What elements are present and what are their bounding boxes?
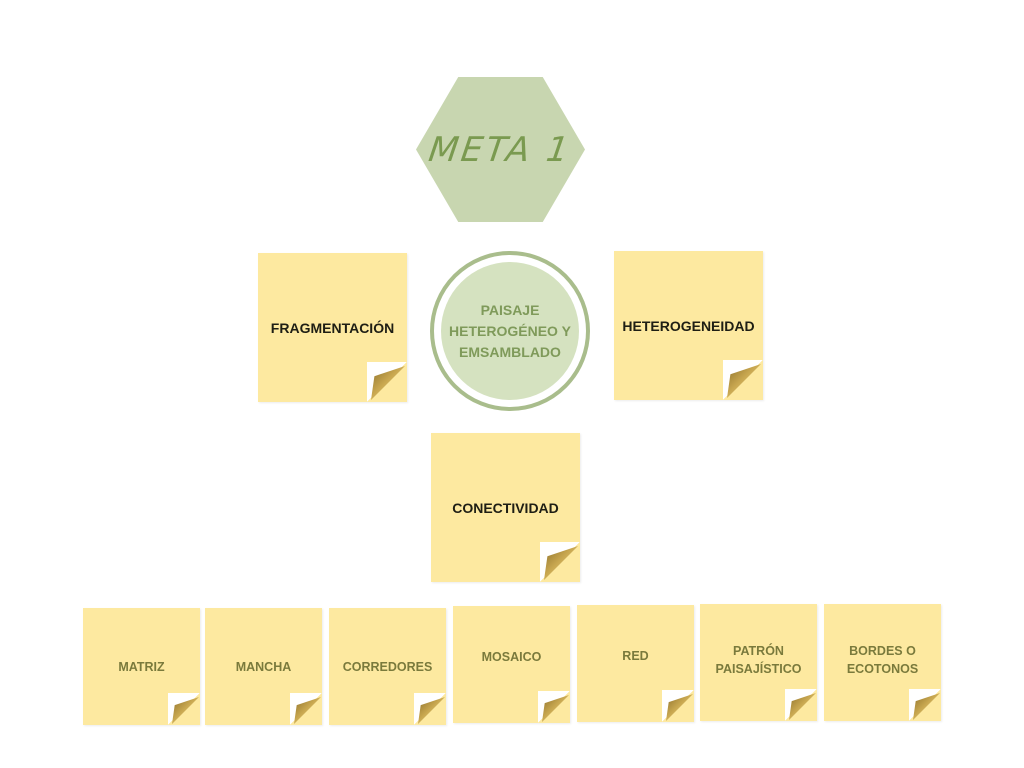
page-curl-icon — [662, 690, 694, 722]
note-patron: PATRÓN PAISAJÍSTICO — [700, 604, 817, 721]
page-curl-icon — [367, 362, 407, 402]
note-bordes: BORDES O ECOTONOS — [824, 604, 941, 721]
note-red: RED — [577, 605, 694, 722]
page-curl-icon — [785, 689, 817, 721]
note-label: MANCHA — [235, 659, 292, 674]
note-corredores: CORREDORES — [329, 608, 446, 725]
page-curl-icon — [909, 689, 941, 721]
note-label: HETEROGENEIDAD — [622, 317, 755, 334]
page-curl-icon — [540, 542, 580, 582]
page-curl-icon — [290, 693, 322, 725]
note-label: CONECTIVIDAD — [452, 499, 559, 516]
note-mancha: MANCHA — [205, 608, 322, 725]
note-label: FRAGMENTACIÓN — [270, 319, 395, 336]
note-label: RED — [622, 648, 649, 663]
note-label: MATRIZ — [118, 659, 165, 674]
note-matriz: MATRIZ — [83, 608, 200, 725]
note-label: BORDES O ECOTONOS — [846, 643, 919, 676]
note-label: CORREDORES — [342, 659, 433, 674]
meta-title: META 1 — [426, 129, 575, 170]
note-mosaico: MOSAICO — [453, 606, 570, 723]
note-heterogeneidad: HETEROGENEIDAD — [614, 251, 763, 400]
meta-hexagon: META 1 — [416, 77, 585, 222]
note-label: PATRÓN PAISAJÍSTICO — [715, 643, 802, 676]
note-conectividad: CONECTIVIDAD — [431, 433, 580, 582]
page-curl-icon — [414, 693, 446, 725]
page-curl-icon — [538, 691, 570, 723]
page-curl-icon — [168, 693, 200, 725]
note-label: MOSAICO — [481, 649, 542, 664]
center-ring — [430, 251, 590, 411]
page-curl-icon — [723, 360, 763, 400]
center-circle: PAISAJE HETEROGÉNEO Y EMSAMBLADO — [441, 262, 579, 400]
note-fragmentacion: FRAGMENTACIÓN — [258, 253, 407, 402]
